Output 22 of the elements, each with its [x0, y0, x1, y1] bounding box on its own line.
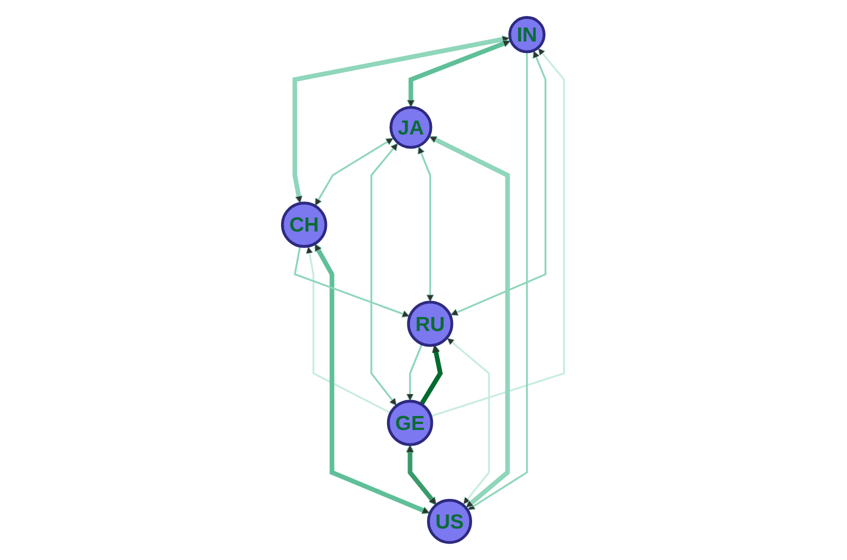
arrow [430, 47, 566, 418]
arrow [450, 50, 547, 316]
arrow [292, 35, 510, 204]
arrow [446, 337, 490, 506]
arrow [406, 444, 437, 506]
arrow [306, 246, 392, 414]
arrow [467, 52, 528, 510]
arrow [429, 136, 510, 508]
arrow [294, 246, 410, 318]
node-circle: GE [387, 400, 434, 446]
arrow [370, 142, 399, 406]
arrow [407, 40, 512, 108]
arrow [420, 344, 444, 406]
node-circle: CH [281, 202, 328, 248]
node-circle: US [427, 498, 472, 544]
arrow [406, 344, 424, 402]
arrow [314, 243, 430, 514]
arrow [314, 138, 394, 206]
arrow [418, 146, 434, 303]
node-circle: JA [390, 106, 433, 149]
node-circle: RU [407, 300, 454, 347]
node-circle: IN [508, 16, 546, 54]
